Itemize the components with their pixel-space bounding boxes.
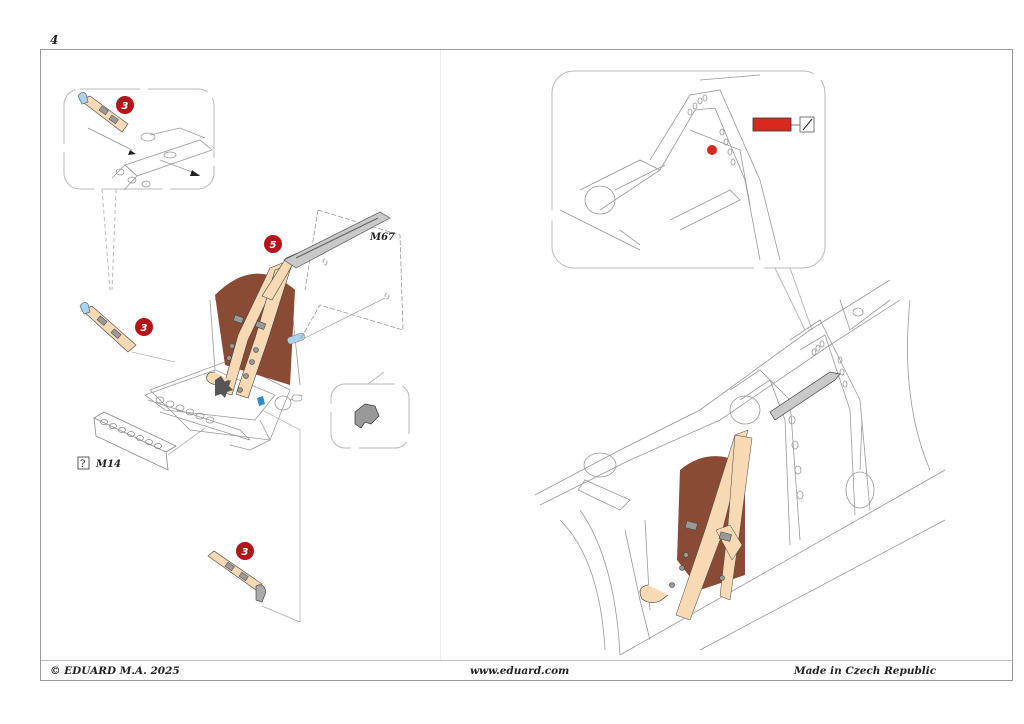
cockpit-harness-buckles: [669, 520, 732, 588]
footrest-part: [93, 411, 206, 471]
cockpit-harness-straps: [675, 429, 753, 621]
harness-release-buckle: [215, 376, 233, 398]
svg-text:3: 3: [141, 323, 148, 334]
step-badge-3-detail: 3: [116, 96, 134, 114]
belt-part-left: [79, 302, 176, 363]
head-strap-installed: [769, 371, 841, 421]
svg-text:3: 3: [122, 101, 129, 112]
head-strap-plate: [283, 211, 391, 269]
guide-lines-bottom: [261, 409, 301, 623]
center-divider: [440, 50, 441, 660]
cockpit-lap-belt-end: [639, 584, 669, 603]
detail-bubble-bracket: [330, 371, 410, 449]
arrow-icon: [190, 170, 200, 176]
page-frame: [40, 49, 1013, 681]
website-link[interactable]: www.eduard.com: [470, 665, 570, 677]
detail-bubble-seat-frame: [551, 70, 826, 331]
step-badge-3-bottom: 3: [236, 542, 254, 560]
seat-frame-detail-drawing: [559, 74, 781, 261]
detail-floor-drawing: [87, 127, 213, 191]
paint-spot: [707, 145, 717, 155]
bracket-part: [354, 403, 380, 429]
unknown-color-label: ?: [80, 459, 85, 470]
guide-line: [304, 297, 386, 339]
svg-text:3: 3: [242, 547, 249, 558]
origin-text: Made in Czech Republic: [794, 665, 937, 677]
footer-divider: [41, 660, 1012, 661]
paint-stroke-icon: [799, 116, 815, 133]
clear-part: [287, 332, 306, 345]
step-badge-5: 5: [264, 235, 282, 253]
arrow-icon: [128, 150, 136, 155]
page-number: 4: [50, 33, 59, 47]
unknown-color-box: [77, 456, 90, 470]
color-swatch: [752, 117, 792, 132]
belt-part-bottom: [207, 550, 267, 603]
step-badge-3-left: 3: [135, 318, 153, 336]
svg-text:5: 5: [270, 240, 277, 251]
footrest-part-label: M14: [95, 459, 121, 470]
detail-bubble-belt-anchor: [63, 88, 215, 291]
harness-buckles: [226, 314, 267, 393]
blue-mount-part: [257, 396, 265, 406]
panel-part-label: M67: [369, 232, 395, 243]
belt-part-detail: [77, 92, 129, 133]
copyright-text: © EDUARD M.A. 2025: [50, 665, 180, 677]
